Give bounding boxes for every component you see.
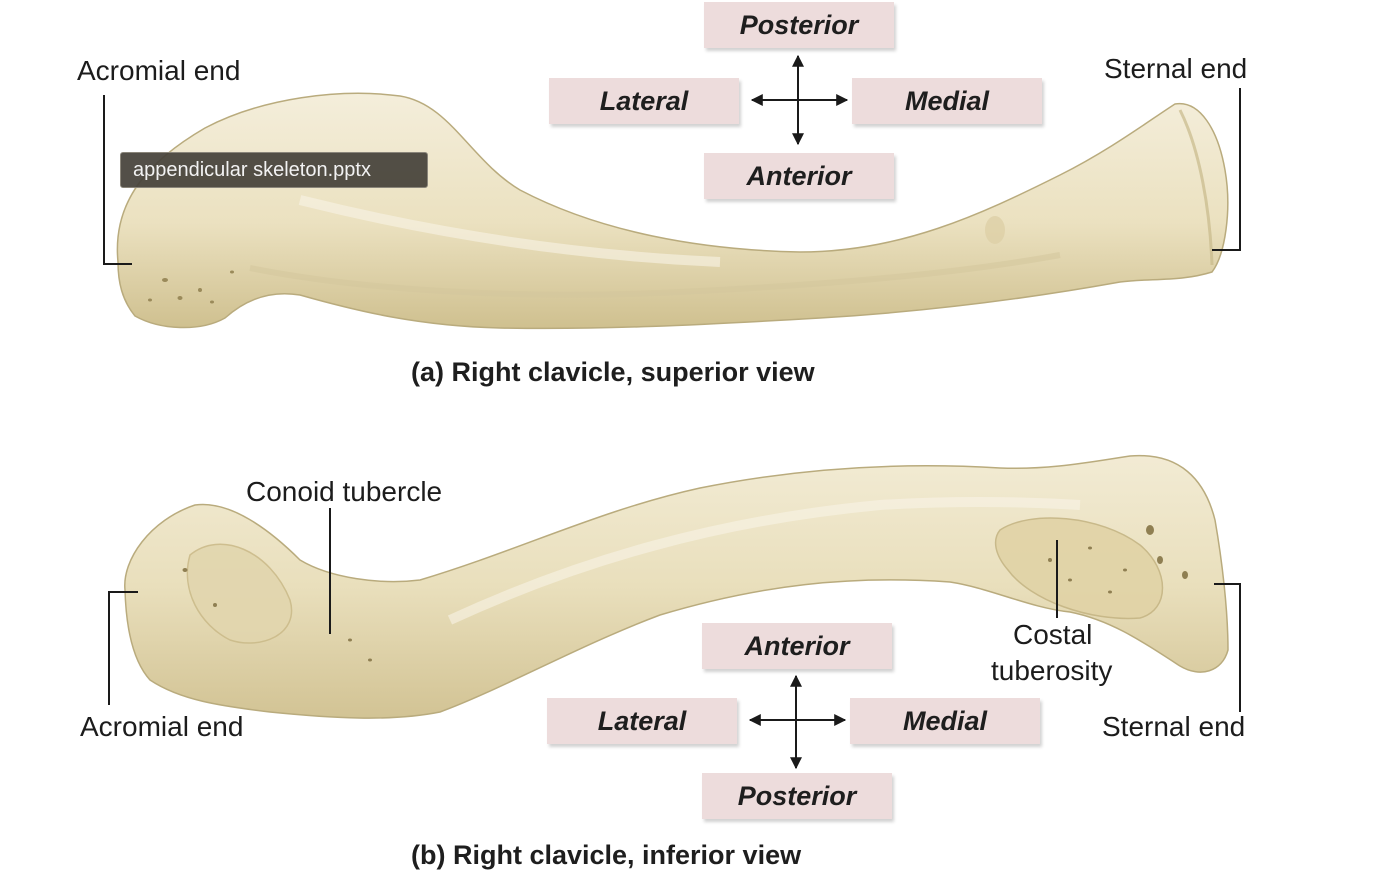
compass-inferior-bottom: Posterior: [702, 773, 892, 819]
compass-arrows-inferior: [748, 674, 847, 770]
compass-superior-top: Posterior: [704, 2, 894, 48]
compass-superior-bottom: Anterior: [704, 153, 894, 199]
label-acromial-end-inferior: Acromial end: [80, 711, 244, 742]
compass-inferior-top: Anterior: [702, 623, 892, 669]
caption-superior-view: (a) Right clavicle, superior view: [411, 357, 815, 387]
label-acromial-end-superior: Acromial end: [77, 55, 241, 86]
compass-arrows-superior: [750, 54, 849, 146]
label-sternal-end-superior: Sternal end: [1104, 53, 1248, 84]
leader-acromial-end-b: [108, 591, 138, 705]
label-costal-tuberosity-line2: tuberosity: [991, 655, 1113, 686]
clavicle-diagram: Acromial end Sternal end Posterior Later…: [77, 2, 1248, 870]
compass-inferior-right: Medial: [850, 698, 1040, 744]
clavicle-superior-bone: [116, 92, 1229, 330]
leader-sternal-end-b: [1214, 583, 1241, 712]
compass-superior-left: Lateral: [549, 78, 739, 124]
leader-acromial-end-a: [103, 95, 132, 265]
file-name-tooltip: appendicular skeleton.pptx: [120, 152, 428, 188]
label-conoid-tubercle: Conoid tubercle: [246, 476, 443, 507]
compass-inferior-left: Lateral: [547, 698, 737, 744]
leader-sternal-end-a: [1212, 88, 1241, 251]
leader-lines-superior: [103, 88, 1241, 265]
caption-inferior-view: (b) Right clavicle, inferior view: [411, 840, 802, 870]
clavicle-inferior-bone: [124, 454, 1229, 719]
compass-superior-right: Medial: [852, 78, 1042, 124]
label-costal-tuberosity-line1: Costal: [1013, 619, 1093, 650]
label-sternal-end-inferior: Sternal end: [1102, 711, 1246, 742]
leader-lines-inferior: [108, 508, 1241, 712]
